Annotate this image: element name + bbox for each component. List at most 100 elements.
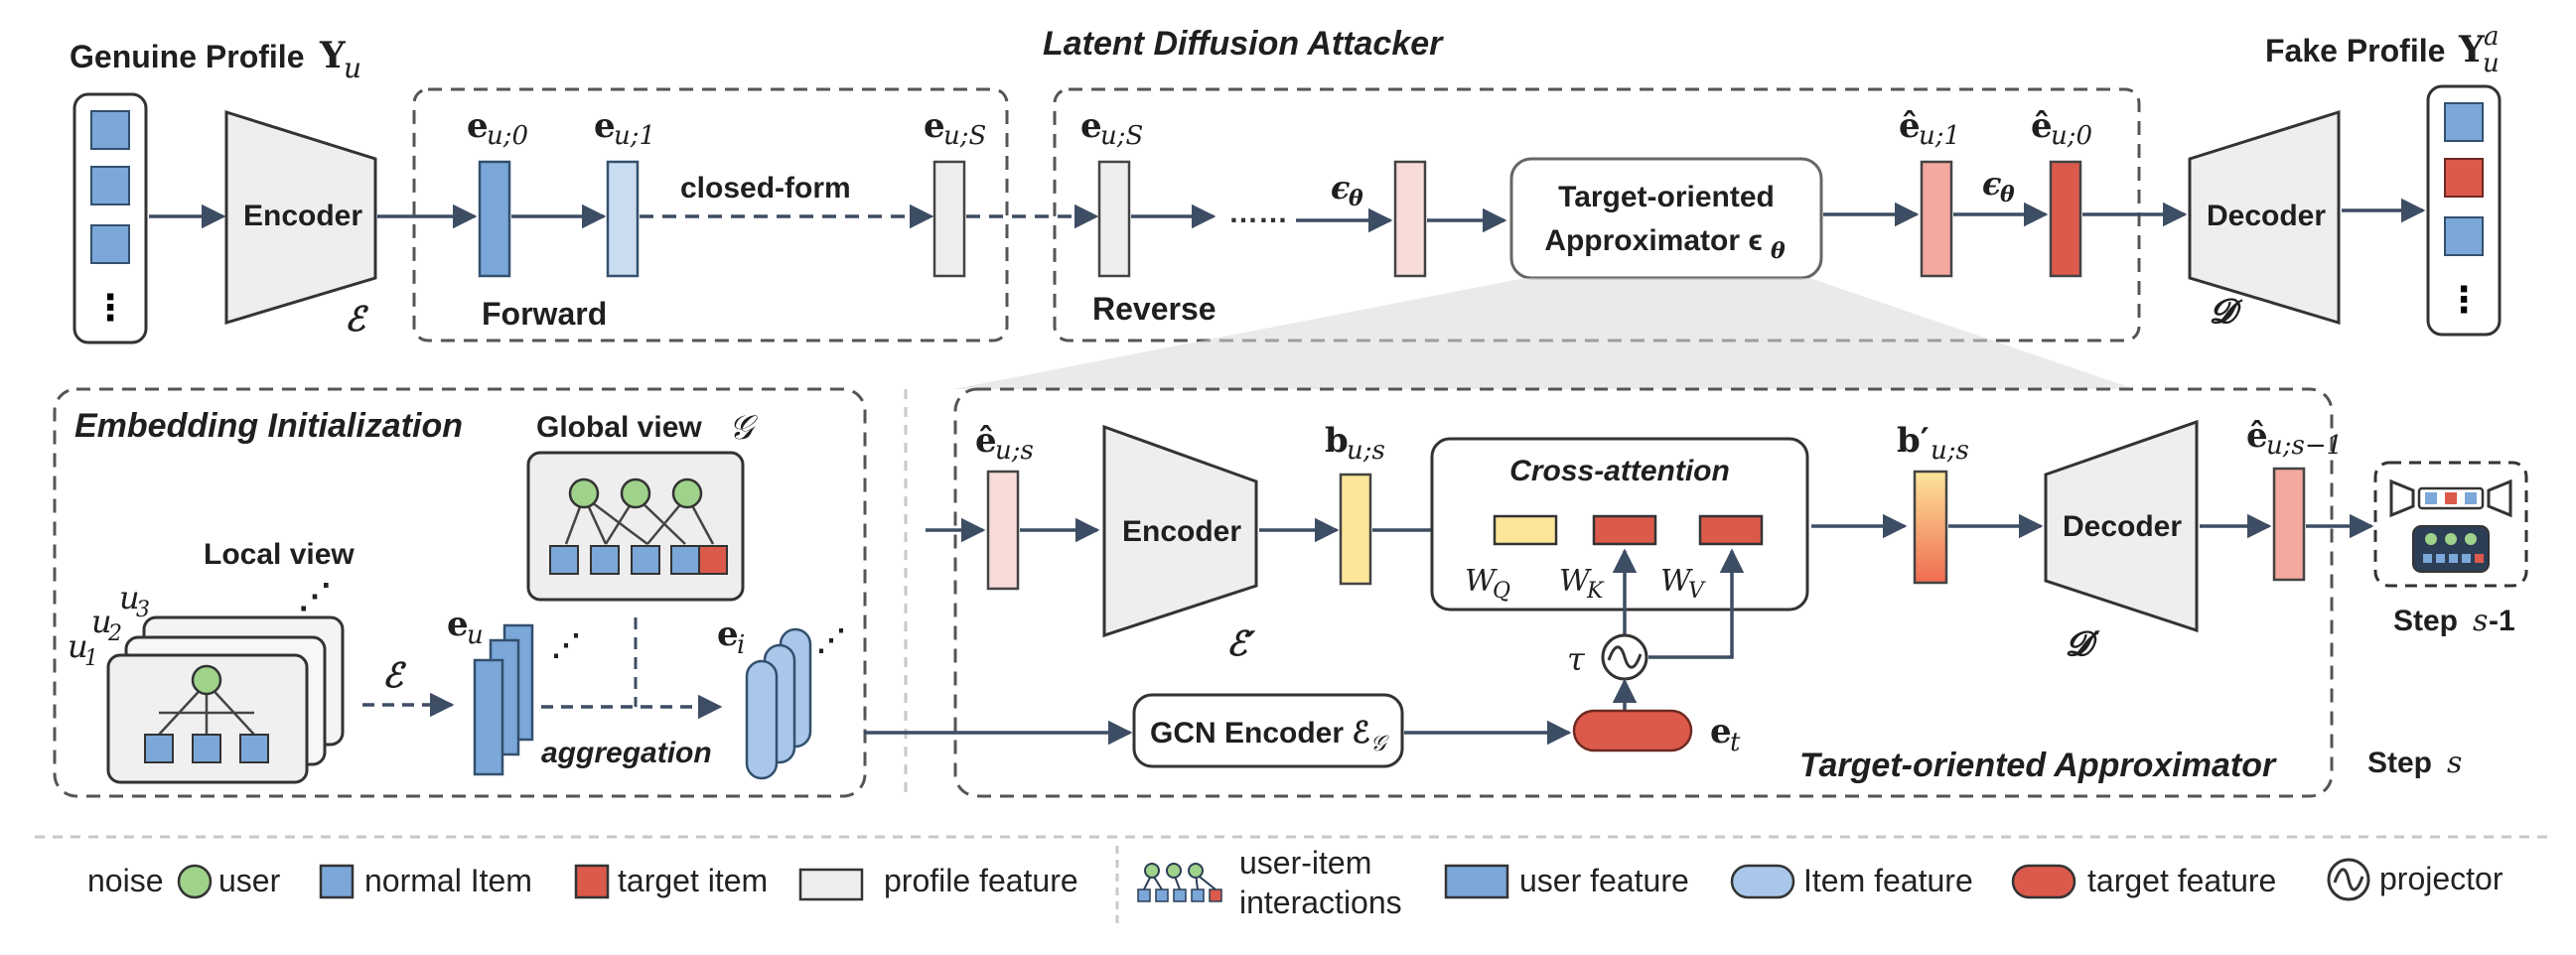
svg-text:u: u	[467, 620, 484, 650]
gcn-encoder-box: GCN Encoder ℰ 𝒢	[1132, 693, 1404, 768]
svg-text:⋰: ⋰	[298, 578, 332, 615]
svg-text:Q: Q	[1493, 579, 1510, 604]
top-encoder: Encoder ℰ	[224, 109, 377, 340]
profile-item	[2444, 216, 2484, 256]
wk-block	[1592, 514, 1657, 546]
genuine-profile-label: Genuine Profile	[70, 39, 304, 74]
svg-text:θ: θ	[1771, 238, 1786, 264]
latent-ehat-u1	[1920, 160, 1953, 278]
projector-legend-icon	[2327, 858, 2370, 901]
approximator-detail-title: Target-oriented Approximator	[1799, 747, 2277, 784]
svg-text:2: 2	[107, 621, 122, 646]
approximator-box: Target-oriented Approximator ϵ θ	[1509, 157, 1823, 280]
svg-text:V: V	[1688, 579, 1706, 604]
svg-text:u;0: u;0	[2051, 121, 2092, 151]
approx-encoder: Encoder ℰ′	[1102, 424, 1258, 664]
global-view-label: Global view	[536, 411, 702, 444]
svg-text:a: a	[2484, 22, 2500, 52]
svg-text:t: t	[1730, 728, 1741, 757]
legend-target-item: target item	[618, 863, 768, 898]
svg-text:ϵ: ϵ	[1982, 165, 2001, 203]
svg-text:u: u	[91, 603, 112, 640]
svg-text:ℰ: ℰ	[382, 656, 407, 696]
user-feature-legend-icon	[1444, 864, 1509, 899]
svg-text:i: i	[737, 630, 745, 660]
target-feature-et	[1572, 709, 1693, 752]
svg-text:e: e	[1710, 712, 1732, 751]
legend-user: user	[218, 863, 281, 898]
latent-ehat-u0	[2049, 160, 2082, 278]
latent-ehat-us	[986, 470, 1020, 591]
legend-profile-feature: profile feature	[884, 863, 1078, 898]
svg-text:Decoder: Decoder	[2063, 510, 2182, 543]
aggregation-label: aggregation	[541, 737, 712, 769]
ellipsis: ……	[1228, 197, 1288, 229]
latent-bprime	[1913, 470, 1948, 585]
step-prev-label: Step	[2393, 605, 2458, 637]
svg-text:e: e	[1080, 106, 1102, 146]
svg-text:W: W	[1660, 564, 1693, 599]
legend-user-feature: user feature	[1519, 863, 1689, 898]
svg-text:⋰: ⋰	[551, 629, 581, 662]
legend-normal-item: normal Item	[364, 863, 532, 898]
approximator-detail-box	[953, 387, 2334, 798]
normal-item-legend-icon	[319, 864, 355, 899]
latent-e-u0	[478, 160, 511, 278]
wv-block	[1698, 514, 1764, 546]
svg-text:e: e	[594, 106, 616, 146]
projector-icon	[1601, 633, 1648, 681]
svg-text:s: s	[2473, 604, 2488, 638]
genuine-profile-sub: u	[344, 52, 361, 84]
cross-attention-box: Cross-attention W Q W K W V	[1430, 437, 1809, 612]
profile-item	[90, 166, 130, 205]
step-prev-box	[2373, 461, 2528, 588]
legend-item-feature: Item feature	[1803, 863, 1973, 898]
svg-text:Approximator ϵ: Approximator ϵ	[1544, 224, 1762, 257]
svg-text:⋰: ⋰	[816, 624, 846, 657]
profile-feature-legend-icon	[798, 868, 864, 901]
svg-text:u;s: u;s	[995, 436, 1034, 466]
svg-text:ê: ê	[1899, 106, 1921, 146]
step-current-label: Step	[2367, 747, 2432, 779]
legend-target-feature: target feature	[2087, 863, 2276, 898]
closed-form-label: closed-form	[680, 172, 851, 205]
svg-text:ϵ: ϵ	[1331, 169, 1350, 206]
user-legend-icon	[177, 864, 213, 899]
svg-text:Y: Y	[2458, 29, 2486, 70]
svg-text:W: W	[1465, 564, 1498, 599]
svg-text:Encoder: Encoder	[1122, 515, 1241, 548]
target-item-legend-icon	[574, 864, 610, 899]
svg-text:𝓓′: 𝓓′	[2066, 624, 2100, 664]
latent-b-us	[1339, 473, 1372, 586]
embedding-init-title: Embedding Initialization	[74, 407, 463, 445]
svg-text:s: s	[2447, 746, 2462, 780]
svg-text:b: b	[1325, 421, 1349, 461]
svg-text:u;S: u;S	[1100, 121, 1143, 151]
legend-noise: noise	[87, 863, 164, 898]
svg-text:ê: ê	[2031, 106, 2053, 146]
latent-e-u1	[606, 160, 640, 278]
latent-e-uS	[932, 160, 966, 278]
svg-text:⋮: ⋮	[2446, 279, 2482, 320]
svg-text:3: 3	[136, 598, 150, 622]
svg-text:b′: b′	[1897, 421, 1930, 461]
forward-box	[412, 87, 1009, 342]
profile-dots: ⋮	[92, 287, 128, 328]
svg-text:Target-oriented: Target-oriented	[1558, 181, 1775, 213]
svg-text:-1: -1	[2489, 605, 2515, 637]
user-node	[620, 478, 651, 509]
svg-text:u;s: u;s	[1347, 436, 1385, 466]
wq-block	[1493, 514, 1558, 546]
item-feature-legend-icon	[1730, 864, 1795, 899]
decoder-symbol: 𝓓	[2210, 292, 2243, 332]
latent-diffusion-title: Latent Diffusion Attacker	[1043, 25, 1444, 63]
svg-text:e: e	[467, 106, 489, 146]
svg-text:e: e	[924, 106, 945, 146]
top-decoder: Decoder 𝓓	[2188, 109, 2341, 332]
svg-text:τ: τ	[1567, 640, 1586, 678]
profile-item	[90, 224, 130, 264]
latent-noisy	[1393, 160, 1427, 278]
legend-ui-line1: user-item	[1239, 845, 1371, 881]
fake-profile-column: ⋮	[2426, 84, 2502, 337]
